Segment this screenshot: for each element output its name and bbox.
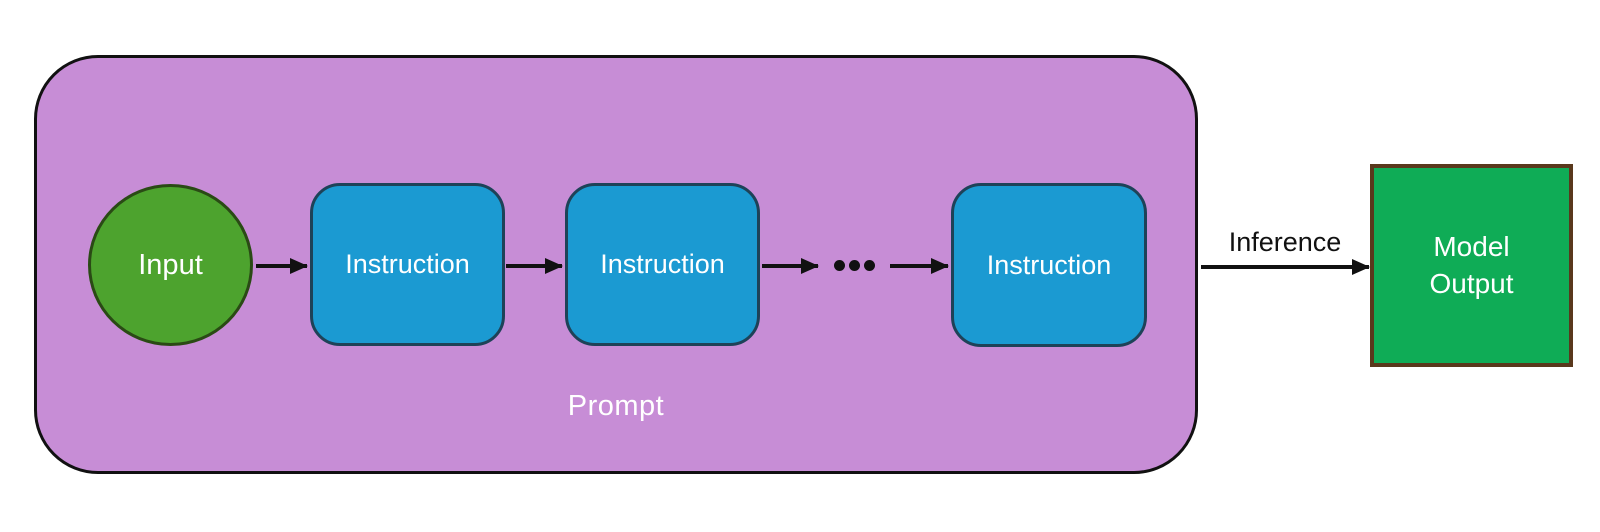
instruction-node-label: Instruction [345, 249, 470, 279]
model-output-node: Model Output [1370, 164, 1573, 367]
instruction-node-label: Instruction [986, 249, 1112, 280]
instruction-node-3: Instruction [951, 183, 1147, 347]
instruction-node-label: Instruction [600, 249, 725, 279]
prompt-group-label: Prompt [567, 390, 665, 422]
input-node: Input [88, 184, 253, 346]
inference-arrow-label: Inference [1228, 227, 1342, 257]
ellipsis-dot [864, 260, 875, 271]
model-output-label: Model Output [1429, 230, 1514, 299]
ellipsis-dot [834, 260, 845, 271]
instruction-node-1: Instruction [310, 183, 505, 346]
instruction-node-2: Instruction [565, 183, 760, 346]
ellipsis-icon [834, 260, 875, 271]
ellipsis-dot [849, 260, 860, 271]
input-node-label: Input [138, 248, 203, 281]
